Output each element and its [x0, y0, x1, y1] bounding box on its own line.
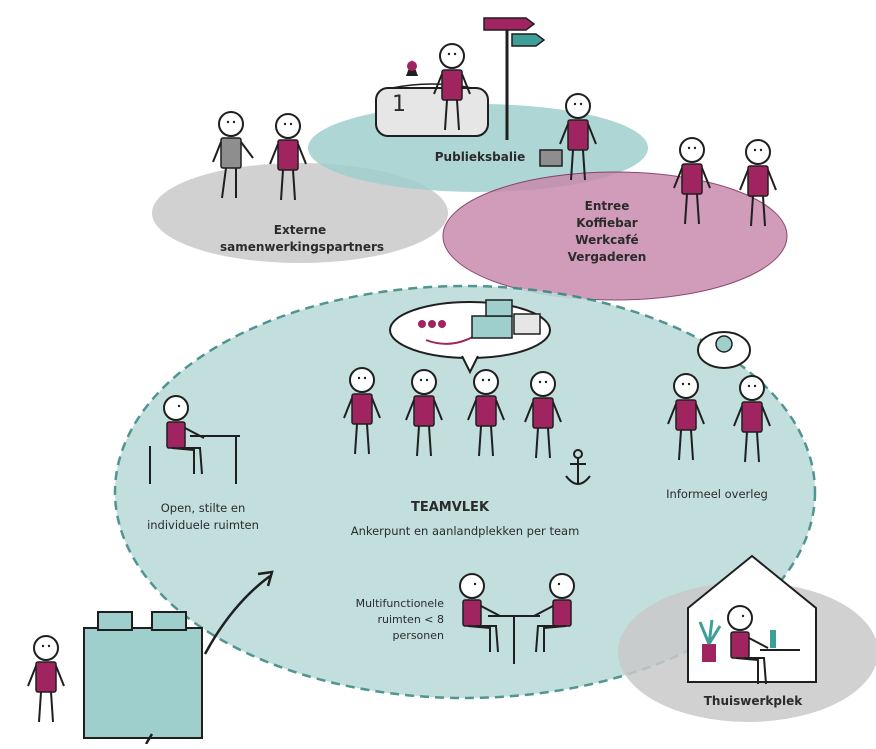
- lightbulb-icon: [697, 331, 751, 369]
- arrow-icon: [203, 574, 271, 655]
- label-open-line2: individuele ruimten: [147, 518, 259, 532]
- zone-teamvlek: [113, 284, 817, 700]
- idea-bubble: [389, 299, 551, 375]
- briefcase-icon: [539, 149, 563, 167]
- label-entree-4: Vergaderen: [567, 250, 647, 264]
- label-externe-line1: Externe: [273, 223, 327, 237]
- zone-externe: [152, 163, 448, 263]
- label-externe-line2: samenwerkingspartners: [220, 240, 385, 254]
- label-multi-line1: Multifunctionele: [355, 597, 444, 610]
- label-entree-2: Koffiebar: [576, 216, 638, 230]
- zone-entree: [442, 171, 788, 301]
- desk-number: 1: [392, 92, 406, 117]
- meeting-table: [488, 615, 540, 664]
- label-teamvlek: TEAMVLEK: [410, 500, 490, 515]
- label-multi-line3: personen: [392, 629, 444, 642]
- label-publieksbalie: Publieksbalie: [434, 150, 526, 164]
- label-multi-line2: ruimten < 8: [377, 613, 444, 626]
- label-entree: Entree Koffiebar Werkcafé Vergaderen: [552, 198, 662, 266]
- label-entree-1: Entree: [584, 199, 630, 213]
- pushing-figure: [27, 635, 65, 723]
- label-externe: Externe samenwerkingspartners: [220, 222, 385, 256]
- label-open-stilte: Open, stilte en individuele ruimten: [128, 500, 278, 534]
- label-informeel: Informeel overleg: [666, 487, 768, 501]
- label-open-line1: Open, stilte en: [160, 501, 246, 515]
- signpost-icon: [483, 17, 546, 140]
- label-teamvlek-sub: Ankerpunt en aanlandplekken per team: [350, 524, 580, 538]
- lego-block-icon: [83, 611, 203, 739]
- label-entree-3: Werkcafé: [575, 233, 639, 247]
- label-multifunctioneel: Multifunctionele ruimten < 8 personen: [320, 596, 444, 644]
- label-thuiswerkplek: Thuiswerkplek: [703, 694, 803, 708]
- anchor-icon: [565, 449, 591, 485]
